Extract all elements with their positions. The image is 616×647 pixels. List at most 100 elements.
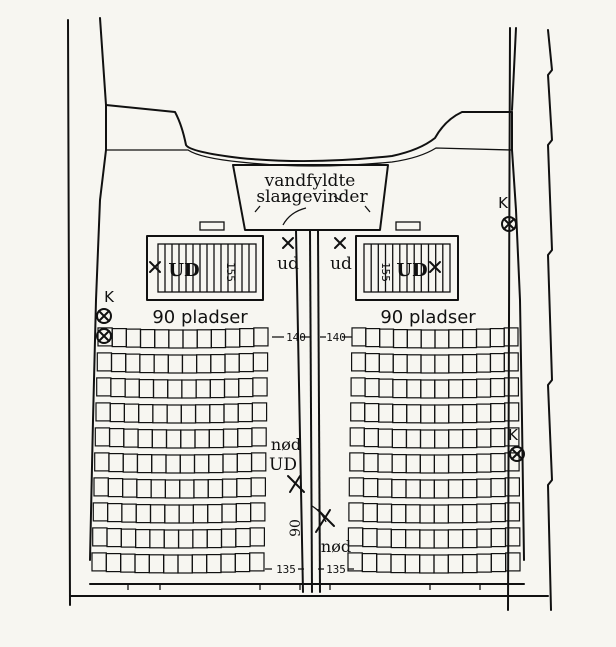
seat [476,553,492,573]
seat [462,379,478,399]
seat [405,479,421,499]
seat [363,428,379,448]
seat [121,503,137,523]
emergency-top-label: nød [271,435,301,454]
seat [448,329,464,349]
seat [192,504,209,524]
hose-reels-label-line2: slangevinder [256,187,368,207]
seat [125,328,142,348]
seat [363,453,379,473]
extinguisher-icon [501,216,517,232]
seat [433,504,450,524]
seat [250,452,267,472]
seat [448,454,464,474]
seat [434,354,450,374]
seat-row [94,427,267,449]
seat [120,528,137,548]
seat [125,353,141,373]
seat [92,527,108,547]
seat-row [347,527,521,549]
seat [378,403,394,423]
seat [107,478,124,498]
seat [224,328,241,348]
seat [434,329,450,349]
seat [392,379,408,399]
seat [475,328,491,348]
seat-row [97,327,269,349]
seat [377,478,393,498]
seat [504,427,520,447]
seat [433,554,449,574]
seat [391,454,407,474]
seat [362,503,378,523]
exit-left-label: ud [277,254,299,274]
seat [405,454,421,474]
seat [390,528,407,549]
seat [163,529,180,549]
hose-reels-label-line1: vandfyldte [264,171,356,191]
seat [168,329,184,349]
stair-exit-right-mark [429,261,441,273]
extinguisher-icon [96,308,112,344]
seat [96,352,113,372]
emergency-bottom-label: nød [321,537,351,556]
seat [237,403,253,423]
seat [379,328,395,348]
seat [404,554,421,574]
seat [237,428,253,448]
seat [252,377,268,397]
seat [106,503,123,523]
seat [206,553,222,574]
seat [447,554,464,574]
dim-front-right-label: 140 [326,331,346,344]
seat [420,329,436,349]
seat [349,452,365,472]
seat [223,403,239,423]
seat-row [91,552,265,574]
seat [476,378,492,398]
seat [476,403,492,423]
seat [249,552,265,572]
seat [490,478,506,498]
seat [361,552,378,573]
seat [182,329,198,349]
seat [433,479,450,499]
seat [490,428,506,448]
seat [504,527,521,547]
seat [105,552,122,573]
seat [208,429,225,449]
seat [490,378,506,398]
seat [191,554,208,574]
seat [490,453,506,473]
seat [220,553,236,573]
seat-row [350,377,519,399]
seat [476,353,492,373]
seat [351,352,367,372]
seat [206,528,223,549]
seat [179,479,195,499]
emergency-exit-label: UD [269,455,297,475]
seating-block-right [347,327,521,574]
seat-row [351,327,519,349]
seat [364,403,380,423]
seat [392,354,408,374]
seat [448,404,464,424]
seat [134,553,150,574]
seat [96,377,112,397]
seat [193,479,209,499]
seat [195,379,211,399]
emergency-swing [311,505,327,523]
stair-left [146,235,264,301]
seat [92,502,109,522]
seat [476,528,492,548]
seat [462,329,478,349]
seat [164,504,180,524]
extinguisher-label-b: K [498,194,509,212]
seat [167,379,183,399]
extinguisher-icon [509,446,525,462]
door-swing [282,207,307,226]
seat [419,529,435,549]
seat [406,329,422,349]
seat [462,404,478,424]
seat [420,379,436,399]
